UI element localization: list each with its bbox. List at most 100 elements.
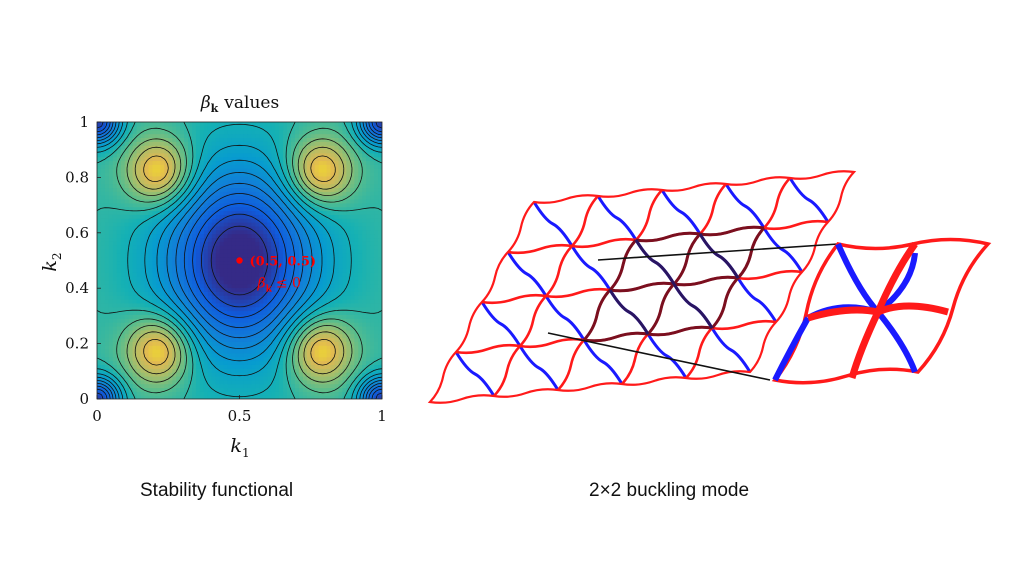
heatmap-cell — [310, 318, 316, 323]
heatmap-cell — [370, 172, 375, 177]
heatmap-cell — [203, 314, 209, 319]
heatmap-cell — [124, 356, 130, 362]
heatmap-cell — [148, 314, 154, 319]
heatmap-cell — [128, 198, 134, 204]
heatmap-cell — [160, 248, 165, 254]
heatmap-cell — [120, 352, 126, 358]
heatmap-cell — [334, 275, 340, 281]
heatmap-cell — [298, 391, 304, 396]
heatmap-cell — [108, 172, 114, 177]
heatmap-cell — [144, 368, 150, 373]
heatmap-cell — [370, 348, 375, 354]
heatmap-cell — [271, 329, 276, 335]
heatmap-cell — [374, 337, 379, 342]
heatmap-cell — [314, 133, 320, 138]
heatmap-cell — [144, 264, 150, 269]
heatmap-cell — [354, 222, 359, 227]
heatmap-cell — [192, 183, 197, 189]
heatmap-cell — [184, 206, 189, 212]
heatmap-cell — [298, 218, 304, 223]
heatmap-cell — [247, 168, 252, 173]
heatmap-cell — [112, 245, 118, 250]
heatmap-cell — [160, 375, 165, 381]
heatmap-cell — [366, 364, 371, 369]
heatmap-cell — [290, 387, 296, 392]
heatmap-cell — [140, 260, 146, 265]
heatmap-cell — [267, 145, 272, 150]
heatmap-cell — [251, 252, 256, 258]
heatmap-cell — [156, 360, 161, 365]
heatmap-cell — [172, 314, 177, 319]
heatmap-cell — [148, 298, 154, 304]
heatmap-cell — [132, 237, 138, 242]
heatmap-cell — [128, 291, 134, 296]
heatmap-cell — [192, 164, 197, 169]
heatmap-cell — [227, 395, 233, 399]
heatmap-cell — [330, 164, 336, 169]
heatmap-cell — [128, 348, 134, 354]
heatmap-cell — [378, 295, 382, 300]
heatmap-cell — [350, 214, 355, 219]
heatmap-cell — [310, 133, 316, 138]
heatmap-cell — [338, 183, 344, 189]
heatmap-cell — [358, 395, 363, 399]
heatmap-cell — [180, 368, 185, 373]
heatmap-cell — [192, 302, 197, 308]
heatmap-cell — [211, 318, 217, 323]
heatmap-cell — [128, 256, 134, 262]
heatmap-cell — [275, 387, 280, 392]
heatmap-cell — [136, 229, 142, 235]
heatmap-cell — [314, 314, 320, 319]
heatmap-cell — [287, 279, 292, 285]
heatmap-cell — [338, 395, 344, 399]
heatmap-cell — [148, 291, 154, 296]
heatmap-cell — [120, 183, 126, 189]
heatmap-cell — [176, 218, 181, 223]
heatmap-cell — [322, 264, 328, 269]
heatmap-cell — [346, 264, 351, 269]
heatmap-cell — [330, 229, 336, 235]
heatmap-cell — [176, 222, 181, 227]
heatmap-cell — [207, 318, 213, 323]
heatmap-cell — [255, 329, 260, 335]
heatmap-cell — [144, 372, 150, 377]
heatmap-cell — [227, 364, 233, 369]
heatmap-cell — [112, 133, 118, 138]
heatmap-cell — [255, 372, 260, 377]
heatmap-cell — [152, 222, 157, 227]
heatmap-cell — [354, 291, 359, 296]
heatmap-cell — [275, 283, 280, 289]
heatmap-cell — [207, 256, 213, 262]
heatmap-cell — [287, 375, 292, 381]
heatmap-cell — [346, 337, 351, 342]
heatmap-cell — [207, 202, 213, 208]
heatmap-cell — [144, 260, 150, 265]
heatmap-cell — [132, 302, 138, 308]
heatmap-cell — [97, 187, 102, 192]
heatmap-cell — [176, 210, 181, 215]
heatmap-cell — [298, 329, 304, 335]
heatmap-cell — [227, 375, 233, 381]
heatmap-cell — [326, 241, 332, 246]
heatmap-cell — [279, 198, 284, 204]
heatmap-cell — [168, 148, 173, 154]
heatmap-cell — [342, 195, 347, 200]
heatmap-cell — [358, 137, 363, 142]
heatmap-cell — [271, 268, 276, 273]
heatmap-cell — [203, 206, 209, 212]
heatmap-cell — [132, 198, 138, 204]
heatmap-cell — [350, 272, 355, 277]
heatmap-cell — [366, 168, 371, 173]
heatmap-cell — [239, 310, 245, 315]
heatmap-cell — [116, 214, 122, 219]
heatmap-cell — [318, 372, 324, 377]
heatmap-cell — [168, 322, 173, 327]
heatmap-cell — [362, 160, 367, 165]
heatmap-cell — [247, 306, 252, 312]
heatmap-cell — [156, 210, 161, 215]
heatmap-cell — [132, 191, 138, 196]
heatmap-cell — [255, 152, 260, 158]
heatmap-cell — [267, 268, 272, 273]
heatmap-cell — [223, 268, 229, 273]
heatmap-cell — [112, 195, 118, 200]
